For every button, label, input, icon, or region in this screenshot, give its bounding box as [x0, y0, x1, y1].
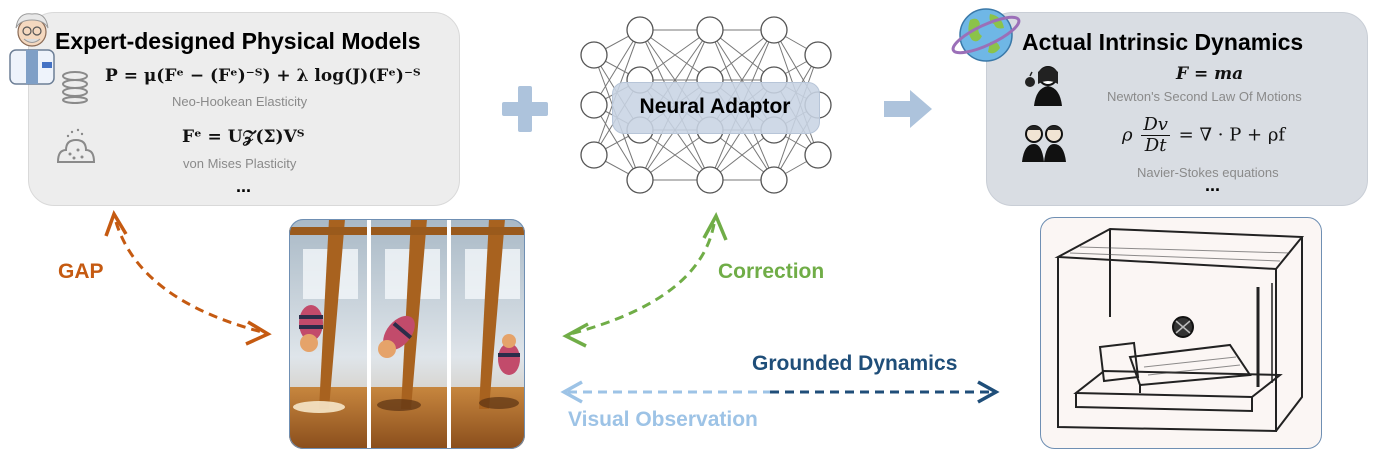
- right-arrow-icon: [884, 90, 932, 128]
- correction-label: Correction: [718, 260, 825, 283]
- intrinsic-dynamics-title: Actual Intrinsic Dynamics: [1022, 29, 1304, 55]
- nn-edge: [639, 29, 711, 81]
- nn-node: [760, 166, 788, 194]
- nn-node: [696, 16, 724, 44]
- newton-label: Newton's Second Law Of Motions: [1107, 89, 1302, 104]
- nn-node: [580, 91, 608, 119]
- nn-node: [696, 166, 724, 194]
- navier-stokes-label: Navier-Stokes equations: [1137, 165, 1279, 180]
- nn-node: [804, 41, 832, 69]
- neural-adaptor-box: [612, 82, 820, 134]
- von-mises-equation: Fᵉ = U𝒵(Σ)Vᵀ: [182, 127, 305, 147]
- grounded-dynamics-label: Grounded Dynamics: [752, 352, 958, 375]
- spring-icon: [62, 71, 88, 104]
- newton-equation: F = ma: [1176, 64, 1244, 84]
- expert-models-panel: [28, 12, 460, 206]
- nn-node: [626, 16, 654, 44]
- nn-edge: [639, 129, 711, 181]
- plus-icon: [502, 86, 548, 132]
- right-ellipsis: ...: [1205, 175, 1221, 195]
- sand-pile-icon: [56, 128, 96, 163]
- navier-stokes-equation: ρ Dv Dt = ∇ · P + ρf: [1122, 114, 1286, 156]
- nn-node: [760, 16, 788, 44]
- expert-models-title: Expert-designed Physical Models: [55, 28, 421, 54]
- physics-sketch-image: [1040, 217, 1322, 449]
- left-ellipsis: ...: [236, 176, 252, 196]
- visual-observation-label: Visual Observation: [568, 408, 758, 431]
- navier-stokes-icon: [1022, 125, 1066, 162]
- neo-hookean-equation: P = μ(Fᵉ − (Fᵉ)⁻ᵀ) + λ log(J)(Fᵉ)⁻ᵀ: [105, 66, 421, 86]
- nn-node: [804, 141, 832, 169]
- nn-node: [580, 141, 608, 169]
- newton-icon: [1025, 66, 1062, 106]
- gap-label: GAP: [58, 260, 104, 283]
- neural-adaptor-label: Neural Adaptor: [639, 95, 791, 118]
- nn-node: [580, 41, 608, 69]
- scientist-icon: [9, 13, 55, 85]
- globe-icon: [951, 8, 1021, 62]
- nn-node: [626, 166, 654, 194]
- neo-hookean-label: Neo-Hookean Elasticity: [172, 94, 308, 109]
- intrinsic-dynamics-panel: [986, 12, 1368, 206]
- nn-edge: [593, 29, 641, 106]
- falling-cat-image: [289, 219, 525, 449]
- von-mises-label: von Mises Plasticity: [183, 156, 297, 171]
